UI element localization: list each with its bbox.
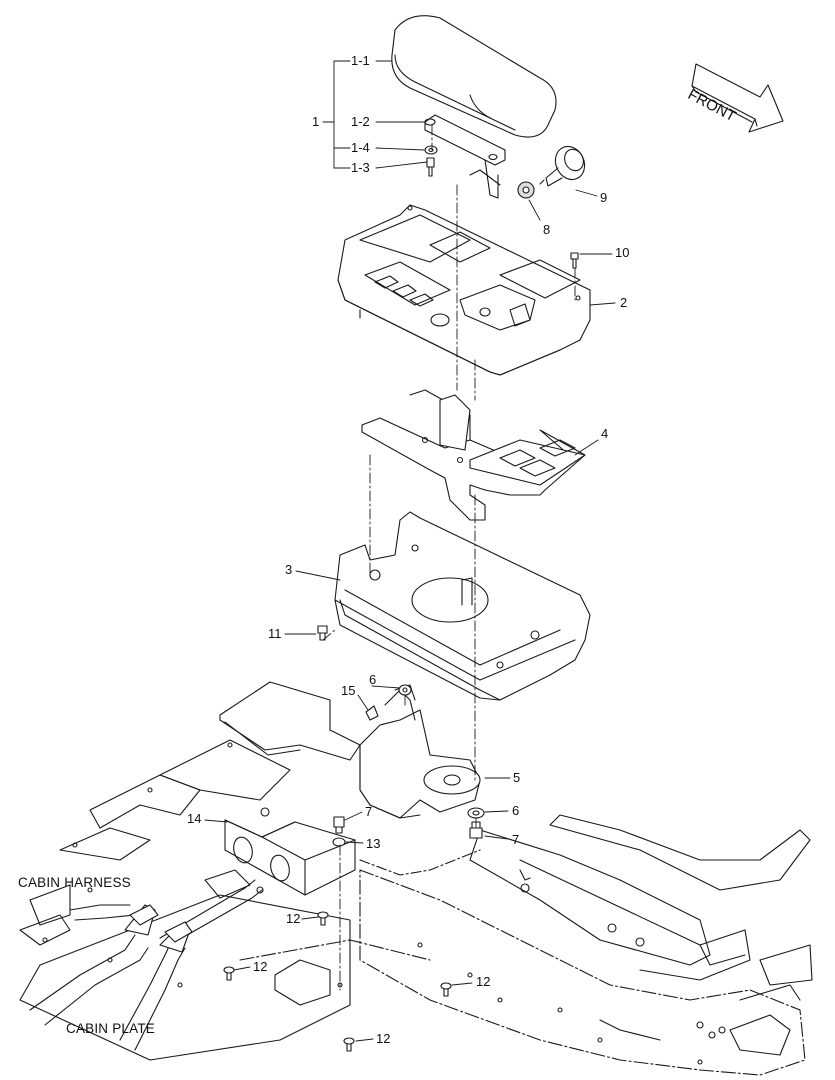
mount-bracket-5 bbox=[359, 684, 481, 819]
base-tray-3 bbox=[334, 511, 591, 701]
label-12-b: 12 bbox=[253, 959, 268, 974]
screw-12-a bbox=[317, 911, 329, 926]
label-6-bottom: 6 bbox=[512, 803, 520, 818]
label-1: 1 bbox=[312, 114, 320, 129]
label-10: 10 bbox=[615, 245, 630, 260]
label-1-3: 1-3 bbox=[351, 160, 370, 175]
label-11: 11 bbox=[268, 626, 282, 641]
washer-6-bottom bbox=[467, 807, 485, 819]
label-4: 4 bbox=[601, 426, 609, 441]
label-7-bottom: 7 bbox=[512, 832, 520, 847]
washer-1-4 bbox=[424, 145, 438, 155]
armrest-bracket-1-2 bbox=[424, 114, 506, 199]
label-12-c: 12 bbox=[476, 974, 491, 989]
assembly-lines bbox=[322, 124, 576, 991]
bolt-15 bbox=[365, 705, 379, 721]
bolt-1-3 bbox=[426, 157, 435, 177]
washer-13 bbox=[332, 837, 346, 847]
label-15: 15 bbox=[341, 683, 356, 698]
label-7-top: 7 bbox=[365, 804, 373, 819]
label-3: 3 bbox=[285, 562, 293, 577]
console-cover-2 bbox=[337, 204, 591, 376]
label-1-2: 1-2 bbox=[351, 114, 370, 129]
knob-9 bbox=[539, 145, 586, 187]
screw-11 bbox=[317, 625, 328, 641]
caption-cabin-plate: CABIN PLATE bbox=[66, 1021, 155, 1036]
label-8: 8 bbox=[543, 222, 551, 237]
screw-12-d bbox=[343, 1037, 355, 1052]
cabin-harness bbox=[29, 879, 263, 1051]
screw-12-c bbox=[440, 982, 452, 997]
caption-cabin-harness: CABIN HARNESS bbox=[18, 875, 131, 890]
screw-12-b bbox=[223, 966, 235, 981]
cabin-plate bbox=[19, 681, 813, 1076]
label-9: 9 bbox=[600, 190, 608, 205]
washer-6-top bbox=[398, 684, 412, 696]
label-12-d: 12 bbox=[376, 1031, 391, 1046]
bracket-plate-4 bbox=[361, 389, 586, 521]
armrest-pad-1-1 bbox=[391, 15, 557, 138]
label-14: 14 bbox=[187, 811, 202, 826]
label-2: 2 bbox=[620, 295, 628, 310]
front-arrow-icon bbox=[691, 63, 784, 133]
label-1-1: 1-1 bbox=[351, 53, 370, 68]
washer-8 bbox=[517, 181, 535, 199]
screw-10 bbox=[570, 252, 579, 269]
bracket-14 bbox=[224, 819, 356, 896]
label-6-top: 6 bbox=[369, 672, 377, 687]
bolt-7-top bbox=[333, 816, 345, 834]
leader-lines bbox=[204, 60, 616, 1042]
label-5: 5 bbox=[513, 770, 521, 785]
label-12-a: 12 bbox=[286, 911, 301, 926]
label-1-4: 1-4 bbox=[351, 140, 370, 155]
label-13: 13 bbox=[366, 836, 381, 851]
